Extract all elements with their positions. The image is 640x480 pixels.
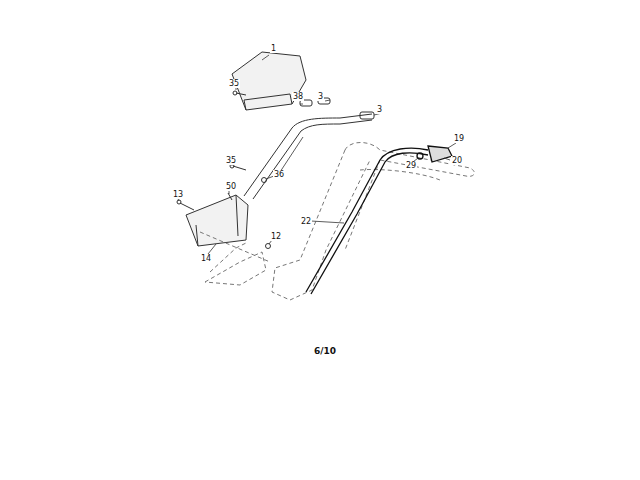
callout-number: 38 (292, 92, 304, 101)
callout-number: 50 (225, 182, 237, 191)
callout-number: 1 (270, 44, 277, 53)
callout-number: 14 (200, 254, 212, 263)
callout-number: 35 (225, 156, 237, 165)
callout-number: 13 (172, 190, 184, 199)
callout-number: 12 (270, 232, 282, 241)
callout-number: 29 (405, 161, 417, 170)
callout-number: 35 (228, 79, 240, 88)
callout-number: 22 (300, 217, 312, 226)
callout-number: 20 (451, 156, 463, 165)
callout-number: 19 (453, 134, 465, 143)
callout-number: 3 (376, 105, 383, 114)
callout-number: 36 (273, 170, 285, 179)
page-number: 6/10 (313, 346, 337, 356)
callout-number: 3 (317, 92, 324, 101)
